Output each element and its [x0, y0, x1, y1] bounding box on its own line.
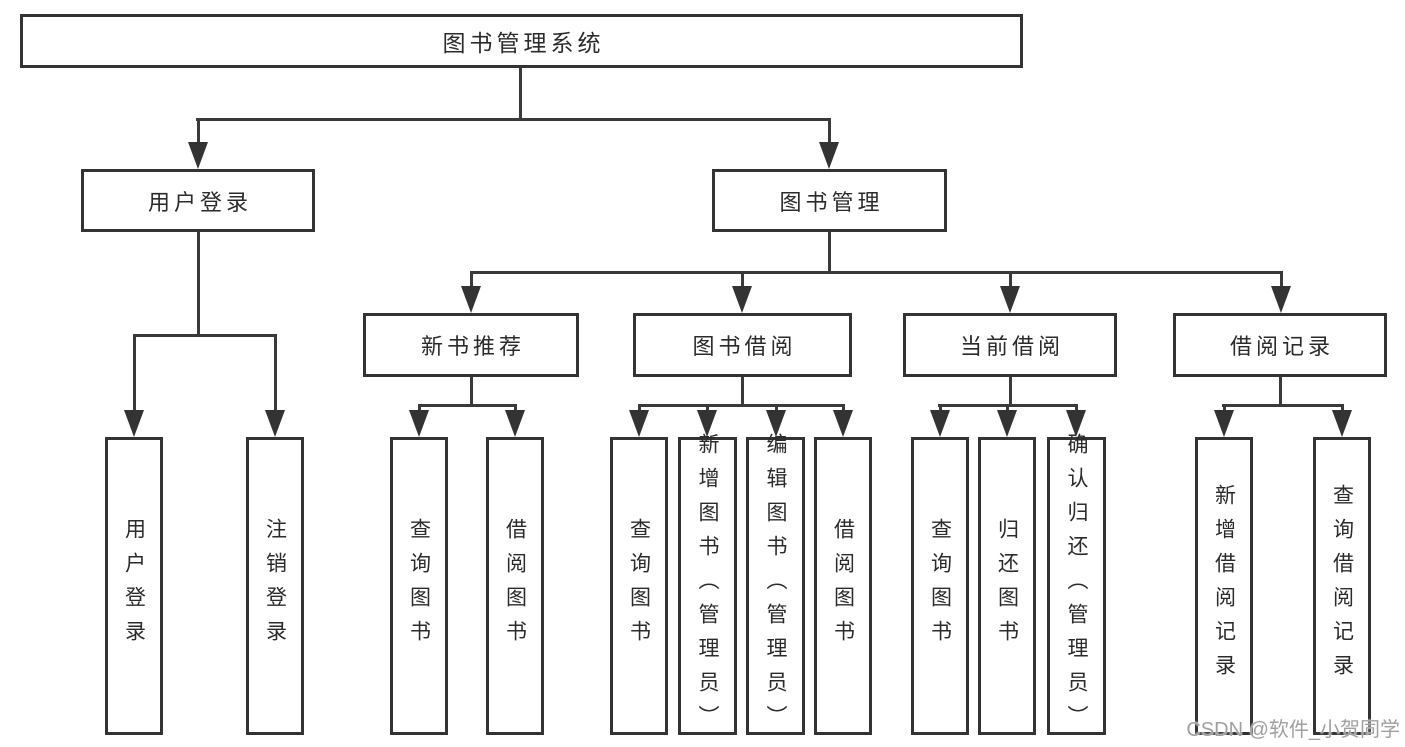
arrow-to-borrowing-records: [1271, 271, 1291, 313]
arrow-to-leaf-logout: [265, 334, 285, 437]
leaf-label: 归还图书: [995, 518, 1019, 654]
arrow-to-new-book-recommend: [461, 271, 481, 313]
node-label: 当前借阅: [959, 334, 1064, 359]
connector-root-rail: [196, 118, 830, 121]
leaf-recommend-borrow-books: 借阅图书: [486, 437, 544, 735]
connector-borrowing-rail: [638, 404, 845, 407]
arrow-to-book-borrowing: [732, 271, 752, 313]
leaf-recommend-query-books: 查询图书: [390, 437, 448, 735]
leaf-label: 新增图书（管理员）: [696, 433, 719, 739]
leaf-user-login: 用户登录: [105, 437, 163, 735]
arrow-to-current-borrowing: [1000, 271, 1020, 313]
arrow-to-borrowing-borrow-books: [833, 404, 853, 437]
arrow-to-current-confirm-return: [1066, 404, 1086, 437]
node-library-management-system: 图书管理系统: [20, 14, 1023, 68]
arrow-to-current-return-books: [997, 404, 1017, 437]
leaf-current-confirm-return-admin: 确认归还（管理员）: [1047, 433, 1106, 739]
arrow-to-borrowing-add-books: [697, 404, 717, 437]
arrow-to-borrowing-query-books: [629, 404, 649, 437]
arrow-to-records-add-record: [1214, 404, 1234, 437]
leaf-records-add-record: 新增借阅记录: [1195, 437, 1253, 735]
leaf-label: 确认归还（管理员）: [1065, 433, 1088, 739]
connector-recommend-trunk: [470, 377, 473, 406]
arrow-to-user-login: [188, 118, 208, 169]
connector-records-rail: [1222, 404, 1343, 407]
node-current-borrowing: 当前借阅: [903, 313, 1117, 377]
leaf-current-query-books: 查询图书: [911, 437, 969, 735]
leaf-borrowing-query-books: 查询图书: [610, 437, 668, 735]
arrow-to-leaf-user-login: [124, 334, 144, 437]
leaf-logout: 注销登录: [246, 437, 304, 735]
leaf-label: 借阅图书: [503, 518, 527, 654]
connector-borrowing-trunk: [741, 377, 744, 406]
csdn-watermark: CSDN @软件_小贺同学: [1186, 719, 1400, 741]
connector-root-trunk: [519, 68, 522, 120]
arrow-to-borrowing-edit-books: [766, 404, 786, 437]
connector-user-login-rail: [133, 334, 277, 337]
connector-current-trunk: [1009, 377, 1012, 406]
node-book-borrowing: 图书借阅: [633, 313, 852, 377]
node-label: 图书管理系统: [442, 30, 605, 56]
leaf-borrowing-borrow-books: 借阅图书: [814, 437, 872, 735]
node-label: 图书借阅: [692, 334, 797, 359]
leaf-label: 查询图书: [928, 518, 952, 654]
connector-user-login-trunk: [197, 232, 200, 336]
leaf-label: 查询借阅记录: [1330, 484, 1354, 688]
arrow-to-book-management: [819, 118, 839, 169]
arrow-to-recommend-query-books: [409, 404, 429, 437]
leaf-borrowing-edit-books-admin: 编辑图书（管理员）: [746, 433, 805, 739]
node-user-login: 用户登录: [81, 169, 315, 232]
connector-records-trunk: [1279, 377, 1282, 406]
leaf-label: 查询图书: [627, 518, 651, 654]
leaf-label: 注销登录: [263, 518, 287, 654]
node-new-book-recommend: 新书推荐: [363, 313, 579, 377]
leaf-current-return-books: 归还图书: [978, 437, 1036, 735]
node-label: 图书管理: [779, 189, 884, 215]
leaf-borrowing-add-books-admin: 新增图书（管理员）: [678, 433, 737, 739]
node-book-management: 图书管理: [712, 169, 947, 232]
leaf-label: 借阅图书: [831, 518, 855, 654]
arrow-to-records-query-record: [1332, 404, 1352, 437]
node-label: 借阅记录: [1229, 334, 1334, 359]
node-borrowing-records: 借阅记录: [1173, 313, 1387, 377]
node-label: 新书推荐: [420, 334, 525, 359]
leaf-label: 编辑图书（管理员）: [764, 433, 787, 739]
node-label: 用户登录: [147, 189, 252, 215]
leaf-records-query-record: 查询借阅记录: [1313, 437, 1371, 735]
arrow-to-current-query-books: [930, 404, 950, 437]
leaf-label: 查询图书: [407, 518, 431, 654]
connector-book-management-rail: [470, 271, 1282, 274]
connector-recommend-rail: [418, 404, 517, 407]
arrow-to-recommend-borrow-books: [505, 404, 525, 437]
connector-book-management-trunk: [828, 232, 831, 273]
leaf-label: 新增借阅记录: [1212, 484, 1236, 688]
leaf-label: 用户登录: [122, 518, 146, 654]
